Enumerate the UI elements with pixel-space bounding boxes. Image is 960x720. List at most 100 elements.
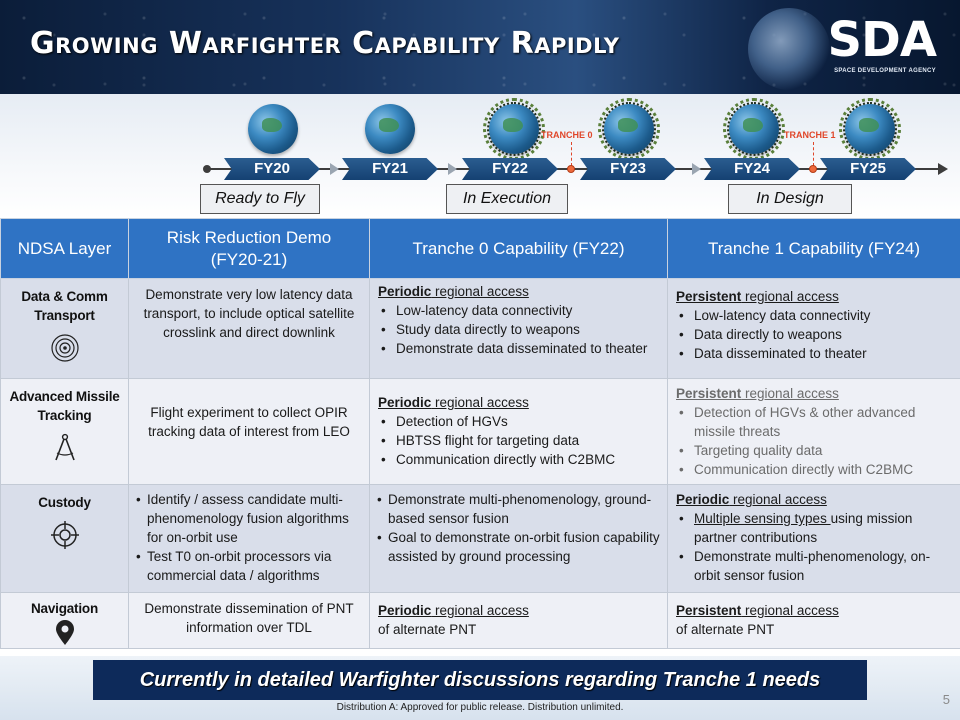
tranche-0-marker (567, 165, 575, 173)
list-item: Communication directly with C2BMC (676, 460, 952, 479)
table-row: Data & Comm Transport Demonstrate very l… (0, 278, 960, 379)
crosshair-icon (50, 521, 79, 549)
access-text: regional access (741, 289, 839, 304)
warfighter-banner: Currently in detailed Warfighter discuss… (93, 660, 867, 700)
mission-partner-text: using mission partner contributions (694, 511, 913, 545)
tranche1-cell: Persistent regional access Low-latency d… (667, 278, 960, 379)
layer-cell: Advanced Missile Tracking (0, 378, 129, 485)
phase-in-design: In Design (728, 184, 852, 214)
map-pin-icon (55, 620, 74, 645)
tranche1-cell: Periodic regional access Multiple sensin… (667, 484, 960, 593)
globe-fy21-icon (365, 104, 415, 154)
access-heading: Persistent regional access (676, 384, 952, 403)
year-fy23: FY23 (580, 158, 676, 180)
access-keyword: Periodic (378, 603, 432, 618)
slide-header: Growing Warfighter Capability Rapidly SD… (0, 0, 960, 94)
layer-name: Data & Comm Transport (21, 289, 108, 323)
access-heading: Periodic regional access (378, 601, 659, 620)
phase-in-execution: In Execution (446, 184, 568, 214)
layer-cell: Data & Comm Transport (0, 278, 129, 379)
constellation-fy22-icon (483, 98, 545, 160)
constellation-fy25-icon (839, 98, 901, 160)
list-item: Goal to demonstrate on-orbit fusion capa… (376, 528, 661, 566)
timeline-start-dot (203, 165, 211, 173)
table-row: Custody Identify / assess candidate mult… (0, 484, 960, 593)
access-heading: Periodic regional access (378, 282, 659, 301)
pnt-text: of alternate PNT (676, 622, 775, 637)
list-item: Demonstrate data disseminated to theater (378, 339, 659, 358)
list-item: Identify / assess candidate multi-phenom… (135, 490, 363, 547)
table-header-row: NDSA Layer Risk Reduction Demo (FY20-21)… (0, 218, 960, 279)
list-item: HBTSS flight for targeting data (378, 431, 659, 450)
constellation-fy24-icon (723, 98, 785, 160)
timeline: FY20 FY21 FY22 FY23 FY24 FY25 TRANCHE 0 … (0, 94, 960, 218)
access-text: regional access (741, 603, 839, 618)
timeline-separator-icon (692, 163, 701, 175)
access-text: regional access (741, 386, 839, 401)
tranche-1-label: TRANCHE 1 (784, 130, 836, 140)
year-fy24: FY24 (704, 158, 800, 180)
header-tranche-0: Tranche 0 Capability (FY22) (369, 218, 668, 279)
access-text: regional access (431, 395, 529, 410)
access-heading: Persistent regional access (676, 287, 952, 306)
tranche-1-stem (813, 142, 814, 166)
capability-table: NDSA Layer Risk Reduction Demo (FY20-21)… (0, 218, 960, 649)
tranche1-cell: Persistent regional access Detection of … (667, 378, 960, 485)
list-item: Detection of HGVs (378, 412, 659, 431)
list-item: Study data directly to weapons (378, 320, 659, 339)
list-item: Communication directly with C2BMC (378, 450, 659, 469)
access-keyword: Persistent (676, 603, 742, 618)
list-item: Data disseminated to theater (676, 344, 952, 363)
demo-cell: Flight experiment to collect OPIR tracki… (128, 378, 370, 485)
list-item: Multiple sensing types using mission par… (676, 509, 952, 547)
pnt-text: of alternate PNT (378, 622, 477, 637)
timeline-separator-icon (330, 163, 339, 175)
phase-ready-to-fly: Ready to Fly (200, 184, 320, 214)
logo-subtitle: SPACE DEVELOPMENT AGENCY (834, 68, 936, 74)
list-item: Demonstrate multi-phenomenology, on-orbi… (676, 547, 952, 585)
layer-cell: Custody (0, 484, 129, 593)
tranche0-cell: Periodic regional access Low-latency dat… (369, 278, 668, 379)
globe-fy20-icon (248, 104, 298, 154)
tranche0-cell: Demonstrate multi-phenomenology, ground-… (369, 484, 668, 593)
access-heading: Periodic regional access (378, 393, 659, 412)
timeline-axis (208, 168, 944, 170)
constellation-fy23-icon (598, 98, 660, 160)
access-keyword: Periodic (378, 284, 432, 299)
access-text: regional access (431, 284, 529, 299)
sda-logo: SDA SPACE DEVELOPMENT AGENCY (826, 12, 937, 84)
tranche-1-marker (809, 165, 817, 173)
access-keyword: Persistent (676, 289, 742, 304)
table-row: Navigation Demonstrate dissemination of … (0, 592, 960, 649)
list-item: Targeting quality data (676, 441, 952, 460)
timeline-arrow-icon (938, 163, 948, 175)
globe-watermark-icon (748, 8, 830, 90)
header-ndsa-layer: NDSA Layer (0, 218, 129, 279)
access-keyword: Periodic (378, 395, 432, 410)
year-fy25: FY25 (820, 158, 916, 180)
concentric-circles-icon (50, 334, 79, 362)
sensing-types-text: Multiple sensing types (694, 511, 831, 526)
list-item: Low-latency data connectivity (676, 306, 952, 325)
tranche-0-label: TRANCHE 0 (541, 130, 593, 140)
header-risk-reduction: Risk Reduction Demo (FY20-21) (128, 218, 370, 279)
slide-title: Growing Warfighter Capability Rapidly (30, 26, 620, 61)
list-item: Detection of HGVs & other advanced missi… (676, 403, 952, 441)
distribution-statement: Distribution A: Approved for public rele… (336, 702, 624, 713)
year-fy22: FY22 (462, 158, 558, 180)
access-keyword: Periodic (676, 492, 730, 507)
tranche-0-stem (571, 142, 572, 166)
layer-name: Navigation (30, 601, 98, 616)
access-text: regional access (729, 492, 827, 507)
page-number: 5 (942, 692, 950, 707)
year-fy21: FY21 (342, 158, 438, 180)
compass-icon (54, 433, 75, 461)
year-fy20: FY20 (224, 158, 320, 180)
tranche0-cell: Periodic regional access Detection of HG… (369, 378, 668, 485)
list-item: Low-latency data connectivity (378, 301, 659, 320)
access-heading: Persistent regional access (676, 601, 952, 620)
tranche0-cell: Periodic regional access of alternate PN… (369, 592, 668, 649)
table-row: Advanced Missile Tracking Flight experim… (0, 378, 960, 485)
demo-cell: Identify / assess candidate multi-phenom… (128, 484, 370, 593)
access-keyword: Persistent (676, 386, 742, 401)
